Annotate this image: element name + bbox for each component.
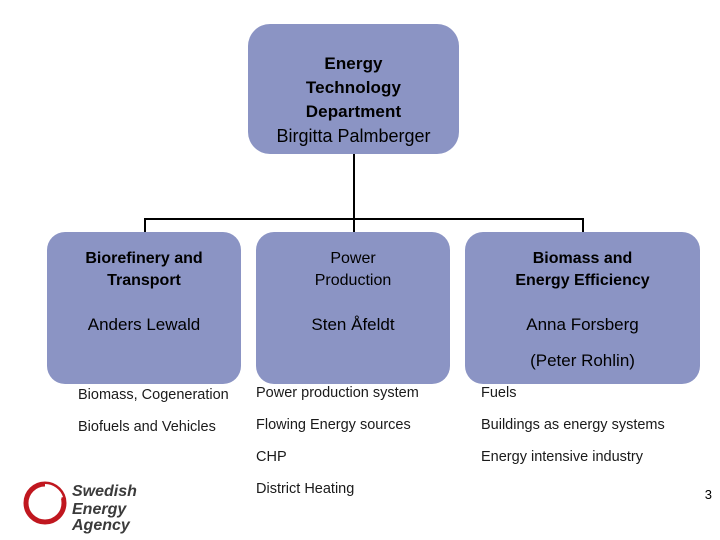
root-title-line-1: Energy — [324, 54, 383, 73]
unit-2-title-line-1: Biomass and — [532, 250, 633, 267]
unit-manager-sten-afeldt: Sten Åfeldt — [311, 315, 395, 334]
connector-trunk-vertical — [353, 154, 355, 219]
topic-item: Power production system — [256, 385, 419, 401]
unit-box-power-production: Power Production Sten Åfeldt — [256, 232, 450, 384]
topic-item: Biomass, Cogeneration — [78, 387, 229, 403]
root-department-box: Energy Technology Department Birgitta Pa… — [248, 24, 459, 154]
topic-item: Biofuels and Vehicles — [78, 419, 216, 435]
page-number: 3 — [704, 487, 712, 502]
unit-deputy-peter-rohlin: (Peter Rohlin) — [530, 351, 635, 370]
topic-item: District Heating — [256, 481, 355, 497]
unit-0-title-line-1: Biorefinery and — [85, 250, 203, 267]
topic-item: Fuels — [481, 385, 517, 401]
root-title-line-2: Technology — [305, 78, 402, 97]
unit-1-title-line-2: Production — [314, 272, 392, 289]
connector-horizontal-bus — [144, 218, 583, 220]
topic-item: Energy intensive industry — [481, 449, 643, 465]
unit-1-title-line-1: Power — [330, 250, 376, 267]
unit-0-title-line-2: Transport — [107, 272, 181, 289]
connector-branch-center — [353, 218, 355, 233]
unit-title-biorefinery-and-transport: Biorefinery and Transport — [55, 248, 233, 292]
logo-line-2: Energy Agency — [72, 501, 130, 534]
root-department-title: Energy Technology Department — [248, 52, 459, 124]
unit-manager-anders-lewald: Anders Lewald — [87, 315, 201, 334]
topic-item: CHP — [256, 449, 287, 465]
connector-branch-right — [582, 218, 584, 233]
swedish-energy-agency-logo: Swedish Energy Agency — [18, 476, 176, 534]
unit-box-biomass-and-energy-efficiency: Biomass and Energy Efficiency Anna Forsb… — [465, 232, 700, 384]
unit-title-power-production: Power Production — [264, 248, 442, 292]
connector-branch-left — [144, 218, 146, 233]
unit-box-biorefinery-and-transport: Biorefinery and Transport Anders Lewald — [47, 232, 241, 384]
energy-agency-mark-icon — [23, 481, 67, 525]
topics-column-power-production: Power production system Flowing Energy s… — [256, 384, 446, 512]
topic-item: Buildings as energy systems — [481, 417, 665, 433]
logo-line-1: Swedish — [72, 483, 137, 500]
root-title-line-3: Department — [305, 102, 402, 121]
unit-title-biomass-and-energy-efficiency: Biomass and Energy Efficiency — [473, 248, 692, 292]
logo-wordmark: Swedish Energy Agency — [72, 482, 176, 534]
topics-column-biorefinery-and-transport: Biomass, Cogeneration Biofuels and Vehic… — [78, 386, 238, 450]
unit-manager-anna-forsberg: Anna Forsberg — [526, 315, 639, 334]
topic-item: Flowing Energy sources — [256, 417, 411, 433]
unit-2-title-line-2: Energy Efficiency — [515, 272, 650, 289]
root-manager-name: Birgitta Palmberger — [276, 126, 431, 146]
topics-column-biomass-and-energy-efficiency: Fuels Buildings as energy systems Energy… — [481, 384, 681, 480]
